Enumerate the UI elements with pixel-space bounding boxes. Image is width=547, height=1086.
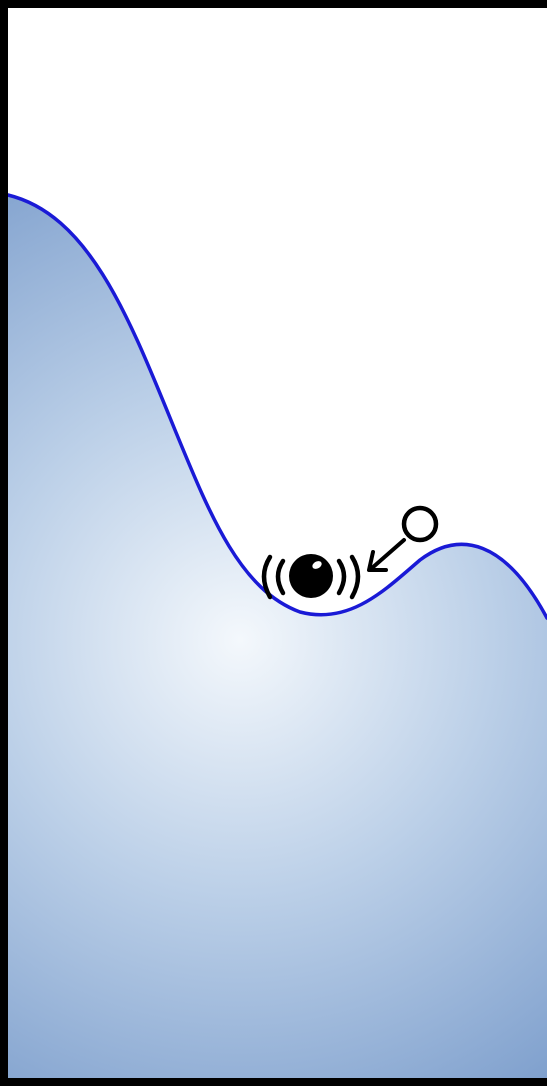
resting-ball [289, 554, 333, 598]
hollow-ball-icon [404, 508, 436, 540]
filled-ball-icon [289, 554, 333, 598]
